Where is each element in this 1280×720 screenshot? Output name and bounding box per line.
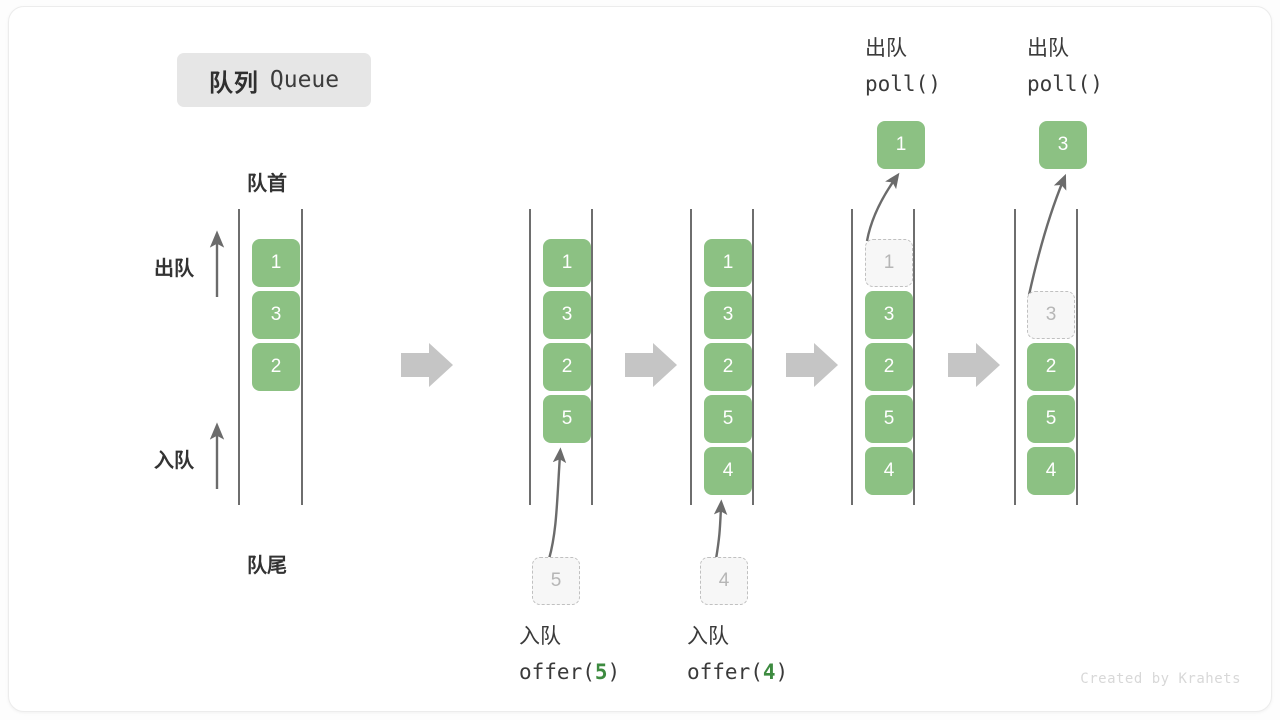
enqueue-arrow-5 xyxy=(547,447,567,560)
op-label-code: poll() xyxy=(865,72,941,96)
queue-cell: 4 xyxy=(1027,447,1075,495)
op-arg: 5 xyxy=(594,660,608,684)
incoming-element-ghost: 4 xyxy=(700,557,748,605)
queue-rear-label: 队尾 xyxy=(247,555,287,577)
queue-cell: 2 xyxy=(704,343,752,391)
queue-cell: 2 xyxy=(543,343,591,391)
queue-cell: 4 xyxy=(865,447,913,495)
op-label-poll-3: 出队 poll() xyxy=(1027,31,1103,101)
dequeue-arrow-3 xyxy=(1027,173,1067,296)
queue-cell: 2 xyxy=(865,343,913,391)
op-arg: 4 xyxy=(762,660,776,684)
op-label-code: poll() xyxy=(1027,72,1103,96)
dequeue-side-label: 出队 xyxy=(154,258,194,280)
step-arrow-4 xyxy=(948,343,1000,387)
op-label-cn: 出队 xyxy=(865,37,907,60)
step-arrow-1 xyxy=(401,343,453,387)
diagram-card: 队列 Queue 队首 队尾 出队 入队 xyxy=(8,6,1272,712)
diagram-title-badge: 队列 Queue xyxy=(177,53,371,107)
queue-cell: 3 xyxy=(865,291,913,339)
queue-cell-new: 4 xyxy=(704,447,752,495)
step-arrow-3 xyxy=(786,343,838,387)
op-label-code: offer(4) xyxy=(687,660,789,684)
op-label-cn: 入队 xyxy=(519,625,561,648)
diagram-overlay xyxy=(209,172,1078,560)
op-label-cn: 入队 xyxy=(687,625,729,648)
dequeue-arrow-1 xyxy=(865,172,900,242)
queue-cell: 3 xyxy=(252,291,300,339)
extracted-element: 1 xyxy=(877,121,925,169)
title-en: Queue xyxy=(269,67,340,93)
op-label-offer-5: 入队 offer(5) xyxy=(519,619,620,689)
op-label-cn: 出队 xyxy=(1027,37,1069,60)
enqueue-side-label: 入队 xyxy=(154,450,194,472)
queue-cell: 3 xyxy=(704,291,752,339)
op-label-offer-4: 入队 offer(4) xyxy=(687,619,788,689)
queue-front-label: 队首 xyxy=(247,173,287,195)
queue-cell-new: 5 xyxy=(543,395,591,443)
enqueue-arrow-4 xyxy=(713,499,728,560)
queue-cell: 5 xyxy=(704,395,752,443)
queue-cell: 5 xyxy=(1027,395,1075,443)
removed-element-ghost: 3 xyxy=(1027,291,1075,339)
queue-cell: 1 xyxy=(252,239,300,287)
incoming-element-ghost: 5 xyxy=(532,557,580,605)
queue-cell: 5 xyxy=(865,395,913,443)
title-cn: 队列 xyxy=(208,69,259,97)
attribution-footer: Created by Krahets xyxy=(1080,671,1241,687)
queue-cell: 2 xyxy=(252,343,300,391)
queue-cell: 1 xyxy=(543,239,591,287)
removed-element-ghost: 1 xyxy=(865,239,913,287)
op-label-poll-1: 出队 poll() xyxy=(865,31,941,101)
queue-cell: 3 xyxy=(543,291,591,339)
step-arrow-2 xyxy=(625,343,677,387)
op-label-code: offer(5) xyxy=(519,660,621,684)
queue-cell: 2 xyxy=(1027,343,1075,391)
queue-cell: 1 xyxy=(704,239,752,287)
extracted-element: 3 xyxy=(1039,121,1087,169)
